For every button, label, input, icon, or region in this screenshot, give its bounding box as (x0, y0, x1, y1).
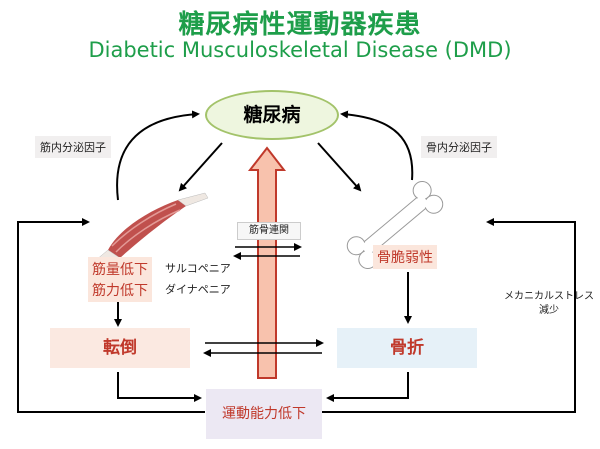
mechanical-stress-label: メカニカルストレス 減少 (500, 290, 598, 318)
muscle-bone-link-box: 筋骨連関 (237, 222, 301, 240)
bone-icon (346, 180, 444, 270)
title-english: Diabetic Musculoskeletal Disease (DMD) (88, 38, 512, 62)
fracture-node: 骨折 (337, 328, 477, 368)
diabetes-node: 糖尿病 (205, 90, 339, 140)
arrow-muscle-to-diabetes (116, 110, 200, 201)
sarcopenia-label: サルコペニア (165, 262, 231, 275)
bone-factor-label: 骨内分泌因子 (421, 136, 497, 158)
dynapenia-label: ダイナペニア (165, 283, 231, 296)
bone-fragility-label: 骨脆弱性 (373, 245, 437, 269)
arrow-diabetes-to-muscle (178, 142, 223, 192)
fall-node: 転倒 (50, 328, 190, 368)
arrow-mobility-to-bone (322, 218, 576, 413)
arrow-bone-to-diabetes (340, 110, 414, 181)
muscle-mass-label: 筋量低下 (88, 257, 152, 281)
mechanical-stress-line1: メカニカルストレス (504, 291, 594, 302)
muscle-strength-label: 筋力低下 (88, 278, 152, 302)
muscle-factor-label: 筋内分泌因子 (35, 136, 111, 158)
mobility-decline-node: 運動能力低下 (206, 389, 322, 439)
muscle-icon (95, 192, 209, 265)
arrow-fracture-to-mobility (326, 372, 409, 402)
arrow-mobility-to-muscle (17, 218, 205, 413)
arrow-fall-to-mobility (117, 372, 202, 402)
arrow-diabetes-to-bone (317, 142, 362, 192)
title-japanese: 糖尿病性運動器疾患 (178, 10, 422, 40)
mechanical-stress-line2: 減少 (539, 305, 559, 316)
